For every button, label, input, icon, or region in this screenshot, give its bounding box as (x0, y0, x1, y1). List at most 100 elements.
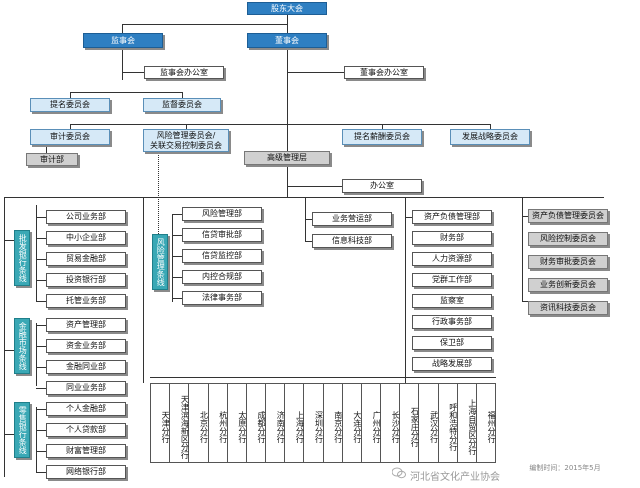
connector (36, 238, 46, 239)
dept-box: 资金业务部 (46, 339, 126, 353)
connector (490, 124, 491, 129)
connector (36, 325, 46, 326)
dept-box: 公司业务部 (46, 210, 126, 224)
connector (122, 72, 144, 73)
connector (522, 216, 528, 217)
financial-market-line-label: 金融市场条线 (14, 318, 30, 374)
date-note: 编制时间：2015年5月 (529, 462, 601, 474)
connector (305, 219, 312, 220)
branch-box: 北京分行 (189, 383, 209, 463)
branch-box: 上海自贸区分行 (457, 383, 477, 463)
dept-box: 资产管理部 (46, 318, 126, 332)
branch-box: 大连分行 (342, 383, 362, 463)
connector (36, 407, 37, 472)
risk-line-label: 风险管理条线 (152, 234, 168, 290)
nomination-committee-box: 提名委员会 (30, 98, 110, 112)
connector (182, 92, 183, 98)
dept-box: 业务创新委员会 (528, 278, 608, 292)
dotted-connector (158, 152, 159, 234)
wechat-icon (392, 467, 406, 479)
connector (70, 92, 182, 93)
connector (522, 301, 528, 302)
dept-box: 信贷审批部 (182, 228, 262, 242)
branch-box: 广州分行 (361, 383, 382, 463)
dept-box: 法律事务部 (182, 291, 262, 305)
connector (287, 48, 288, 151)
branch-box: 太原分行 (227, 383, 247, 463)
dept-box: 网络银行部 (46, 465, 126, 479)
connector (172, 298, 182, 299)
branch-box: 成都分行 (246, 383, 267, 463)
connector (46, 145, 47, 153)
connector (36, 323, 37, 386)
connector (172, 277, 182, 278)
connector (36, 409, 46, 410)
dept-box: 贸易金融部 (46, 252, 126, 266)
dept-box: 投资银行部 (46, 273, 126, 287)
dept-box: 保卫部 (412, 336, 492, 350)
connector (36, 451, 46, 452)
dept-box: 监察室 (412, 294, 492, 308)
dept-box: 中小企业部 (46, 231, 126, 245)
branch-box: 福州分行 (476, 383, 497, 463)
connector (287, 72, 344, 73)
strategy-committee-box: 发展战略委员会 (450, 129, 530, 145)
branch-box: 深圳分行 (304, 383, 324, 463)
connector (36, 472, 46, 473)
dept-box: 资产负债管理委员会 (528, 209, 608, 223)
connector (36, 217, 46, 218)
connector (4, 434, 14, 435)
connector (70, 92, 71, 98)
risk-related-committee-box: 风险管理委员会/ 关联交易控制委员会 (143, 129, 229, 152)
dept-box: 行政事务部 (412, 315, 492, 329)
connector (172, 256, 182, 257)
connector (70, 124, 490, 125)
connector (122, 48, 123, 80)
connector (172, 214, 173, 302)
connector (287, 186, 342, 187)
supervisory-board-box: 监事会 (83, 33, 163, 48)
connector (305, 241, 312, 242)
dept-box: 同业业务部 (46, 381, 126, 395)
connector (122, 24, 288, 25)
board-office-box: 董事会办公室 (344, 66, 424, 79)
retail-line-label: 零售银行条线 (14, 402, 30, 458)
connector (4, 350, 14, 351)
dept-box: 风险管理部 (182, 207, 262, 221)
dept-box: 财务部 (412, 231, 492, 245)
connector (287, 165, 288, 197)
shareholders-meeting-box: 股东大会 (247, 2, 327, 15)
connector (36, 388, 46, 389)
connector (522, 197, 523, 302)
connector (405, 197, 406, 383)
dept-box: 业务营运部 (312, 212, 392, 226)
wholesale-line-label: 批发银行条线 (14, 230, 30, 286)
dept-box: 战略发展部 (412, 357, 492, 371)
connector (36, 205, 37, 301)
connector (405, 377, 406, 383)
connector (4, 197, 5, 477)
connector (36, 346, 46, 347)
risk-committee-line1: 风险管理委员会/ (156, 131, 216, 141)
dept-box: 个人贷款部 (46, 423, 126, 437)
dept-box: 人力资源部 (412, 252, 492, 266)
dept-box: 信贷监控部 (182, 249, 262, 263)
branch-box: 杭州分行 (208, 383, 228, 463)
connector (4, 197, 604, 198)
branch-box: 石家庄分行 (400, 383, 420, 463)
connector (70, 124, 71, 129)
audit-committee-box: 审计委员会 (30, 129, 110, 145)
dept-box: 内控合规部 (182, 270, 262, 284)
dept-box: 财务审批委员会 (528, 255, 608, 269)
connector (143, 197, 144, 383)
connector (36, 367, 46, 368)
connector (150, 377, 496, 378)
senior-management-box: 高级管理层 (244, 151, 330, 165)
branch-list: 天津分行天津滨海新区分行北京分行杭州分行太原分行成都分行济南分行上海分行深圳分行… (150, 383, 497, 463)
remuneration-committee-box: 提名薪酬委员会 (342, 129, 422, 145)
branch-box: 长沙分行 (381, 383, 401, 463)
risk-committee-line2: 关联交易控制委员会 (150, 140, 222, 150)
watermark-text: 河北省文化产业协会 (410, 472, 500, 483)
connector (382, 124, 383, 129)
branch-box: 上海分行 (285, 383, 305, 463)
